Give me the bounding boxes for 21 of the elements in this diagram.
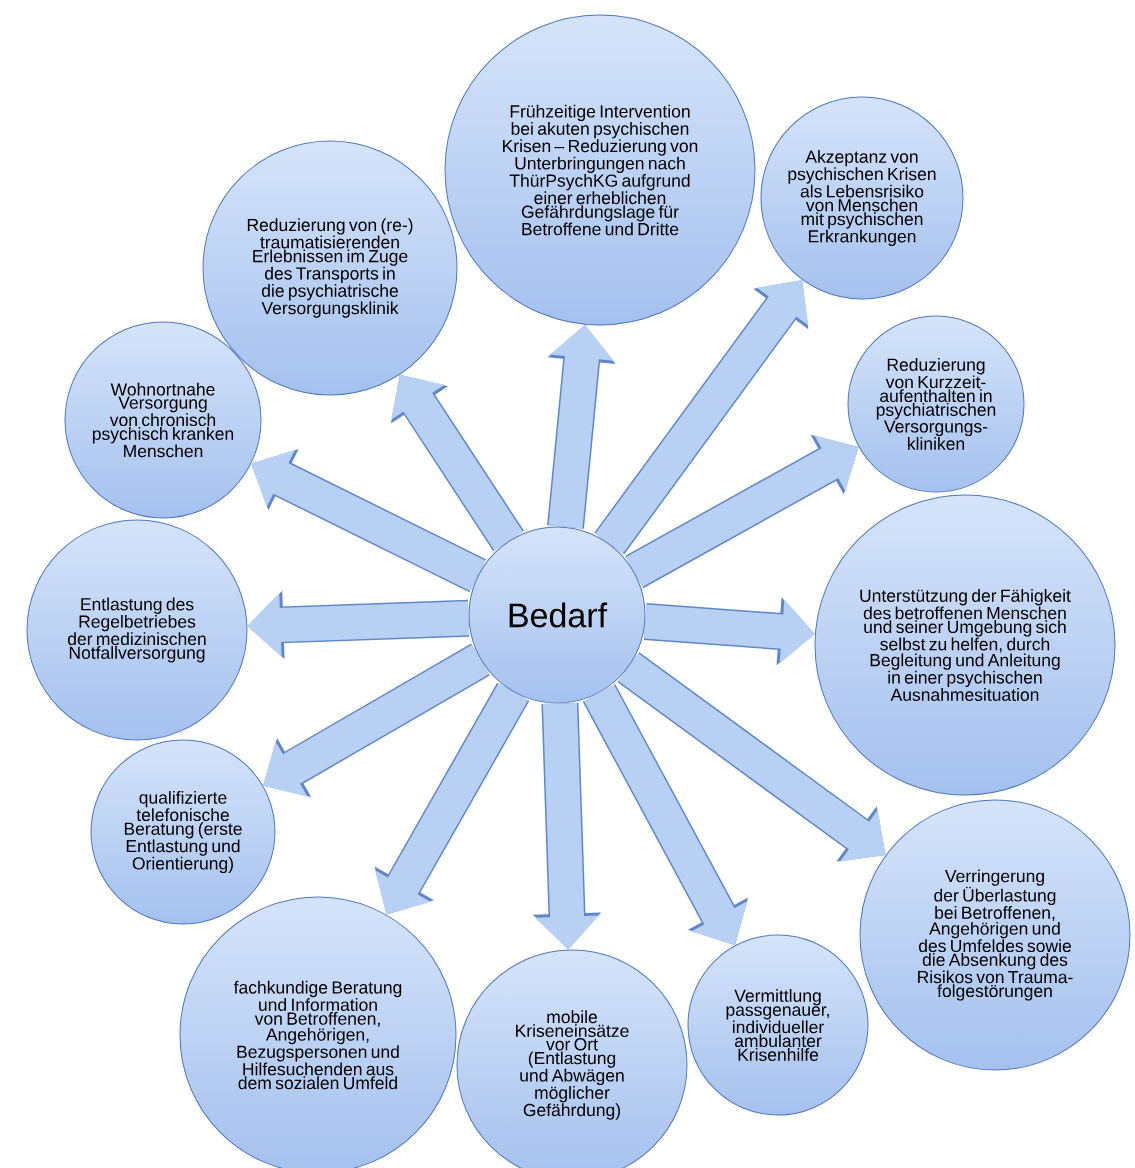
- node-label: Bedarf: [509, 602, 608, 628]
- node-label: Entlastung des Regelbetriebes der medizinischen Notfallversorgung: [67, 597, 206, 663]
- node-label: Verringerung der Überlastung bei Betroffenen, Angehörigen und des Umfeldes sowie die Absenkung des Risikos von Trauma-folgestörungen: [918, 869, 1073, 1001]
- node-label: mobile Kriseneinsätze vor Ort (Entlastung und Abwägen möglicher Gefährdung): [516, 1010, 629, 1120]
- node-label: Frühzeitige Intervention bei akuten psychischen Krisen – Reduzierung von Unterbringungen nach ThürPsychKG aufgrund einer erheblichen Gefährdungslage für Betroffene und Dritte: [503, 104, 698, 236]
- goal-circle: [814, 494, 1116, 796]
- node-label: fachkundige Beratung und Information von Betroffenen, Angehörigen, Bezugspersonen und Hilfesuchenden aus dem sozialen Umfeld: [233, 980, 402, 1090]
- node-label: Vermittlung passgenauer, individueller ambulanter Krisenhilfe: [726, 989, 829, 1061]
- node-label: Unterstützung der Fähigkeit des betroffenen Menschen und seiner Umgebung sich selbst zu helfen, durch Begleitung und Anleitung in einer psychischen Ausnahmesituation: [860, 589, 1071, 701]
- goal-circle: [64, 321, 262, 519]
- goal-circle: [26, 519, 248, 741]
- goal-circle: [90, 739, 276, 925]
- node-label: Akzeptanz von psychischen Krisen als Lebensrisiko von Menschen mit psychischen Erkrankungen: [788, 150, 936, 246]
- goal-circle: [687, 934, 869, 1116]
- node-label: Reduzierung von Kurzzeit-aufenthalten in psychiatrischen Versorgungs-kliniken: [876, 358, 996, 450]
- goal-circle: [444, 14, 756, 326]
- node-label: Reduzierung von (re-) traumatisierenden Erlebnissen im Zuge des Transports in die psychiatrische Versorgungsklinik: [247, 218, 413, 318]
- goal-circle: [847, 315, 1025, 493]
- node-label: Wohnortnahe Versorgung von chronisch psychisch kranken Menschen: [92, 382, 234, 458]
- node-label: qualifizierte telefonische Beratung (erste Entlastung und Orientierung): [124, 790, 242, 874]
- goal-circle: [760, 96, 964, 300]
